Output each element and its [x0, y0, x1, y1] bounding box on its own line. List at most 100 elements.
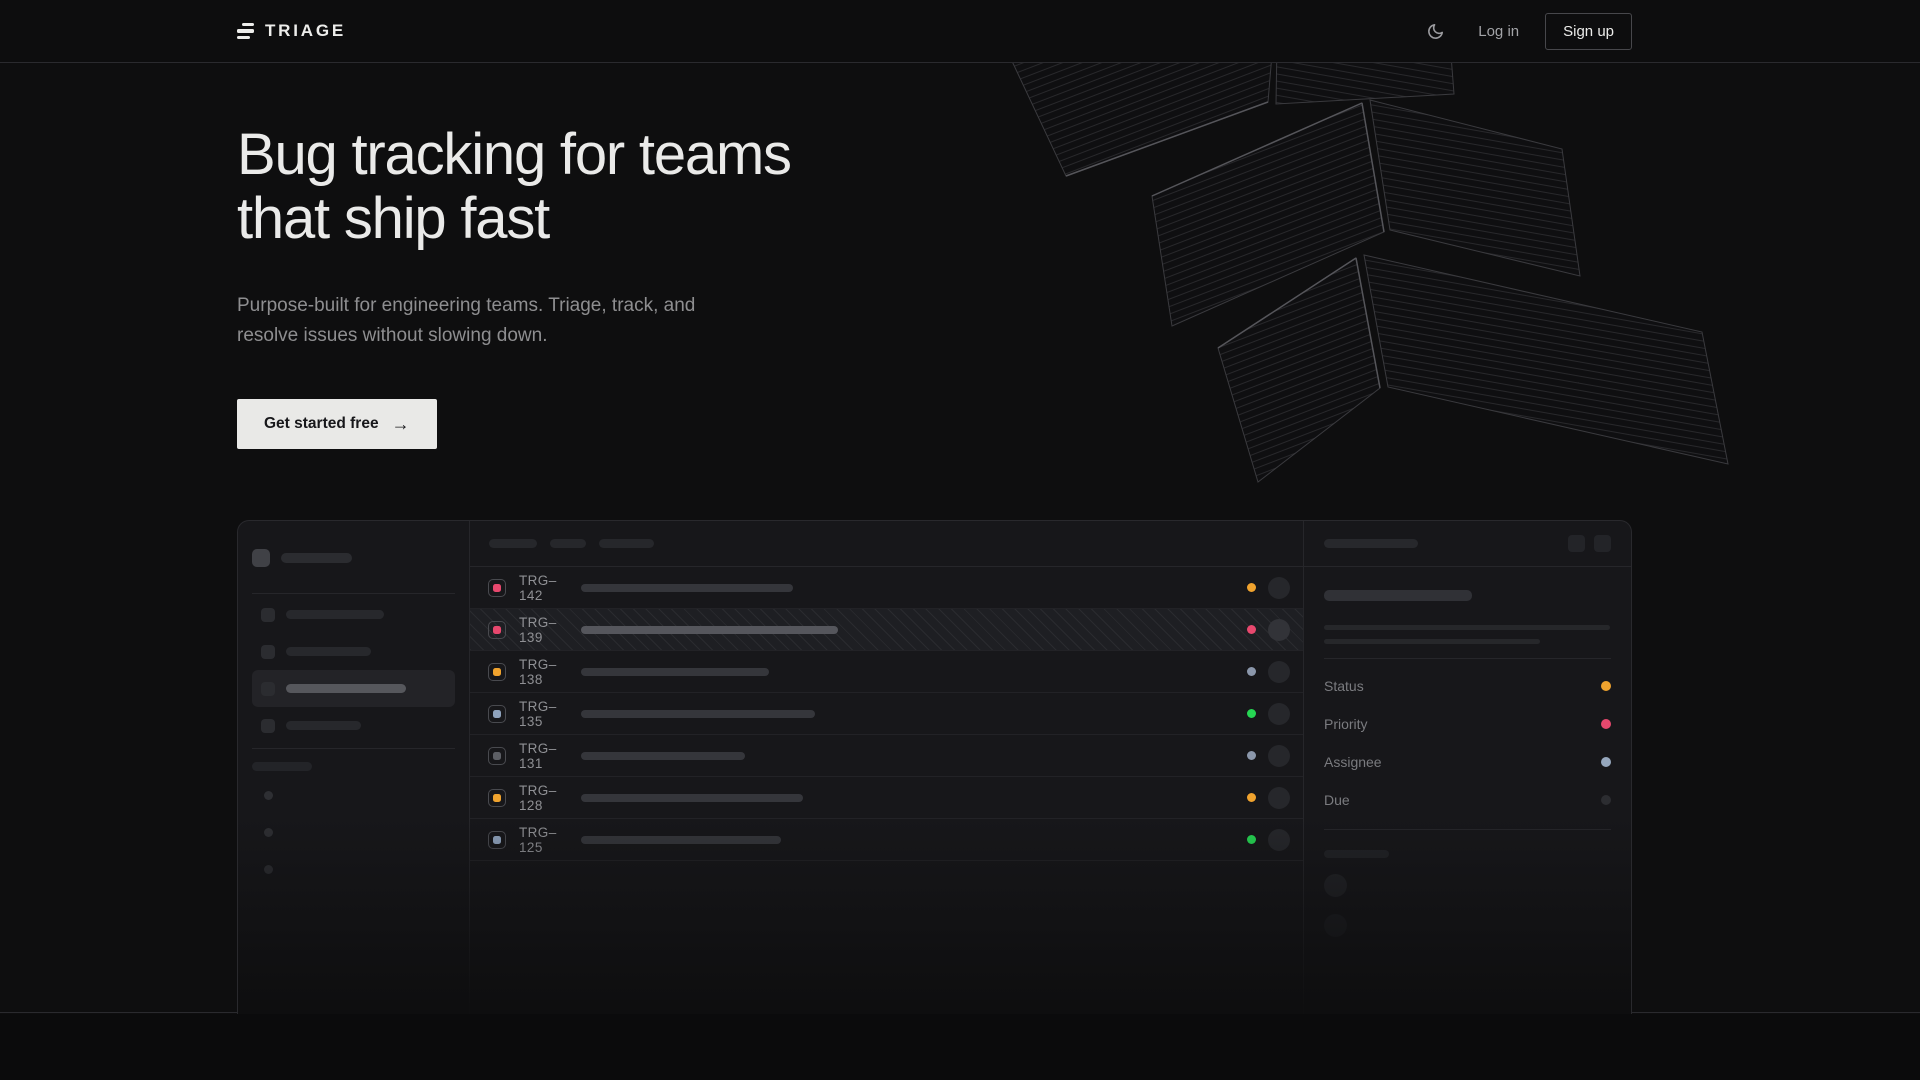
property-row: Due — [1324, 781, 1611, 819]
issue-id: TRG–128 — [519, 782, 557, 813]
property-row: Status — [1324, 667, 1611, 705]
property-label: Status — [1324, 678, 1364, 694]
issue-id: TRG–139 — [519, 614, 557, 645]
mock-sidebar-item-icon — [261, 644, 275, 659]
top-nav: TRIAGE Log in Sign up — [0, 0, 1920, 63]
mock-detail-title-skeleton — [1324, 539, 1418, 548]
issue-assignee-avatar — [1268, 828, 1290, 851]
footer-band — [0, 1014, 1920, 1080]
mock-description-skeleton — [1324, 625, 1610, 630]
signup-button[interactable]: Sign up — [1545, 12, 1632, 50]
divider — [252, 748, 455, 749]
mock-issue-list: TRG–142 TRG–139 — [470, 521, 1304, 1017]
mock-action-button — [1594, 535, 1611, 552]
mock-sidebar-item — [252, 596, 455, 633]
issue-status-dot — [1247, 625, 1256, 634]
issue-row: TRG–142 — [470, 567, 1303, 609]
mock-workspace-row — [252, 549, 455, 567]
mock-sidebar — [238, 521, 470, 1017]
mock-sidebar-item-label-skeleton — [286, 647, 371, 656]
mock-sidebar-item — [252, 633, 455, 670]
issue-id: TRG–138 — [519, 656, 557, 687]
hero-title-line1: Bug tracking for teams — [237, 122, 792, 187]
brand-logo[interactable]: TRIAGE — [237, 21, 346, 41]
issue-type-icon-fill — [493, 583, 501, 592]
triage-logo-icon — [237, 22, 254, 40]
property-label: Assignee — [1324, 754, 1382, 770]
issue-row: TRG–139 — [470, 609, 1303, 651]
issue-id: TRG–131 — [519, 740, 557, 771]
divider — [1324, 658, 1611, 659]
mock-action-button — [1568, 535, 1585, 552]
mock-property-list: Status Priority Assignee — [1324, 667, 1611, 819]
property-value-dot — [1601, 795, 1611, 805]
mock-filter-skeleton — [489, 539, 537, 548]
property-row: Priority — [1324, 705, 1611, 743]
moon-icon — [1427, 23, 1443, 39]
issue-row: TRG–135 — [470, 693, 1303, 735]
issue-row-meta — [1247, 786, 1290, 809]
issue-title-skeleton — [581, 835, 781, 844]
mock-issue-title-skeleton — [1324, 590, 1472, 601]
issue-type-icon — [488, 704, 506, 723]
issue-type-icon-fill — [493, 625, 501, 634]
mock-sidebar-nav — [252, 596, 455, 744]
mock-activity-label-skeleton — [1324, 850, 1389, 858]
property-value-dot — [1601, 757, 1611, 767]
issue-type-icon-fill — [493, 835, 501, 844]
issue-type-icon-fill — [493, 667, 501, 676]
issue-assignee-avatar — [1268, 660, 1290, 683]
mock-workspace-name-skeleton — [281, 553, 352, 563]
issue-row-meta — [1247, 828, 1290, 851]
get-started-label: Get started free — [264, 415, 379, 432]
issue-type-icon — [488, 788, 506, 807]
issue-title-skeleton — [581, 667, 769, 676]
mock-sidebar-dot — [264, 865, 273, 874]
divider — [1324, 829, 1611, 830]
login-link[interactable]: Log in — [1478, 22, 1520, 40]
mock-sidebar-item-label-skeleton — [286, 721, 361, 730]
arrow-right-icon: → — [391, 413, 410, 434]
issue-title-skeleton — [581, 583, 793, 592]
mock-sidebar-dot — [264, 828, 273, 837]
issue-title-skeleton — [581, 709, 815, 718]
issue-status-dot — [1247, 835, 1256, 844]
mock-sidebar-item-label-skeleton — [286, 684, 406, 693]
issue-status-dot — [1247, 709, 1256, 718]
mock-filter-skeleton — [599, 539, 654, 548]
mock-sidebar-item — [252, 670, 455, 707]
mock-comment-avatar — [1324, 874, 1347, 897]
mock-description-skeleton — [1324, 639, 1540, 644]
app-mockup: TRG–142 TRG–139 — [237, 520, 1632, 1017]
property-label: Priority — [1324, 716, 1368, 732]
property-row: Assignee — [1324, 743, 1611, 781]
hero-section: Bug tracking for teams that ship fast Pu… — [0, 63, 1920, 1017]
mock-sidebar-item-label-skeleton — [286, 610, 384, 619]
theme-toggle-button[interactable] — [1418, 14, 1452, 48]
issue-assignee-avatar — [1268, 576, 1290, 599]
issue-status-dot — [1247, 751, 1256, 760]
mock-sidebar-dot — [264, 791, 273, 800]
issue-type-icon-fill — [493, 793, 501, 802]
mock-list-header — [470, 521, 1303, 567]
brand-name: TRIAGE — [265, 21, 347, 40]
issue-row-meta — [1247, 618, 1290, 641]
issue-row-meta — [1247, 702, 1290, 725]
property-value-dot — [1601, 681, 1611, 691]
issue-title-skeleton — [581, 793, 803, 802]
mock-sidebar-item-icon — [261, 718, 275, 733]
issue-type-icon — [488, 578, 506, 597]
issue-assignee-avatar — [1268, 786, 1290, 809]
issue-title-skeleton — [581, 751, 745, 760]
mock-detail-panel: Status Priority Assignee — [1304, 521, 1631, 1017]
issue-assignee-avatar — [1268, 702, 1290, 725]
property-value-dot — [1601, 719, 1611, 729]
issue-row: TRG–128 — [470, 777, 1303, 819]
issue-row: TRG–125 — [470, 819, 1303, 861]
hero-subtitle: Purpose-built for engineering teams. Tri… — [237, 295, 696, 346]
mock-section-label-skeleton — [252, 762, 312, 771]
issue-status-dot — [1247, 793, 1256, 802]
get-started-button[interactable]: Get started free → — [237, 399, 437, 449]
issue-type-icon — [488, 830, 506, 849]
divider — [252, 593, 455, 594]
